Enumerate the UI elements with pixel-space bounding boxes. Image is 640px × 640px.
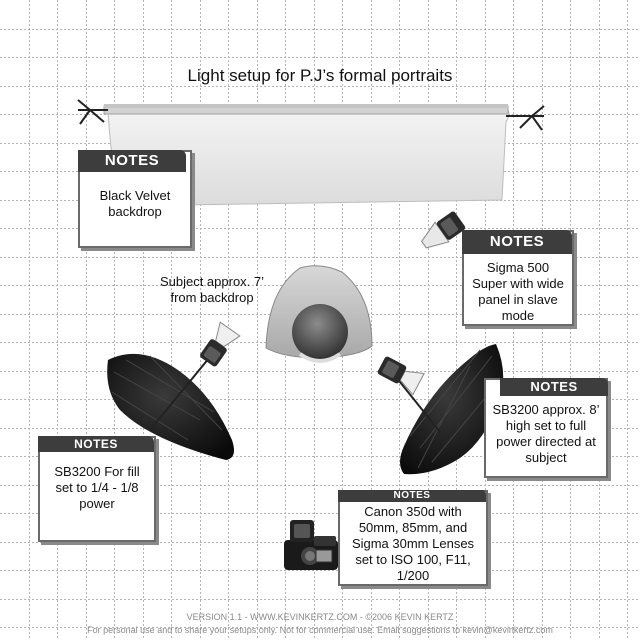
diagram-title: Light setup for P.J’s formal portraits bbox=[187, 66, 453, 85]
left-flash-icon bbox=[200, 321, 241, 367]
camera-icon bbox=[284, 520, 338, 570]
footer-version: VERSION 1.1 - WWW.KEVINKERTZ.COM - ©2006… bbox=[186, 612, 454, 622]
note-backdrop: NOTES Black Velvet backdrop bbox=[78, 150, 192, 248]
left-umbrella-icon bbox=[107, 351, 234, 460]
note-text: Black Velvet backdrop bbox=[99, 188, 171, 219]
subject-label: Subject approx. 7’ from backdrop bbox=[159, 274, 265, 305]
note-key-light: NOTES SB3200 approx. 8’ high set to full… bbox=[484, 378, 608, 478]
note-text: SB3200 For fill set to 1/4 - 1/8 power bbox=[54, 464, 140, 511]
right-flash-icon bbox=[377, 356, 425, 396]
note-sigma-flash: NOTES Sigma 500 Super with wide panel in… bbox=[462, 230, 574, 326]
note-text: SB3200 approx. 8’ high set to full power… bbox=[492, 402, 600, 465]
subject-icon bbox=[265, 265, 373, 363]
note-header: NOTES bbox=[338, 490, 486, 502]
note-text: Canon 350d with 50mm, 85mm, and Sigma 30… bbox=[351, 504, 475, 583]
note-camera: NOTES Canon 350d with 50mm, 85mm, and Si… bbox=[338, 490, 488, 586]
note-text: Sigma 500 Super with wide panel in slave… bbox=[472, 260, 564, 323]
footer-disclaimer: For personal use and to share your setup… bbox=[87, 625, 553, 635]
note-header: NOTES bbox=[500, 378, 608, 396]
note-header: NOTES bbox=[462, 230, 572, 254]
sigma-flash-icon bbox=[421, 211, 466, 249]
right-umbrella-icon bbox=[391, 344, 504, 475]
backdrop-stand-right bbox=[506, 105, 545, 131]
note-header: NOTES bbox=[78, 150, 186, 172]
note-fill-light: NOTES SB3200 For fill set to 1/4 - 1/8 p… bbox=[38, 436, 156, 542]
backdrop-stand-left bbox=[77, 99, 108, 125]
note-header: NOTES bbox=[38, 436, 154, 452]
backdrop bbox=[103, 104, 510, 207]
